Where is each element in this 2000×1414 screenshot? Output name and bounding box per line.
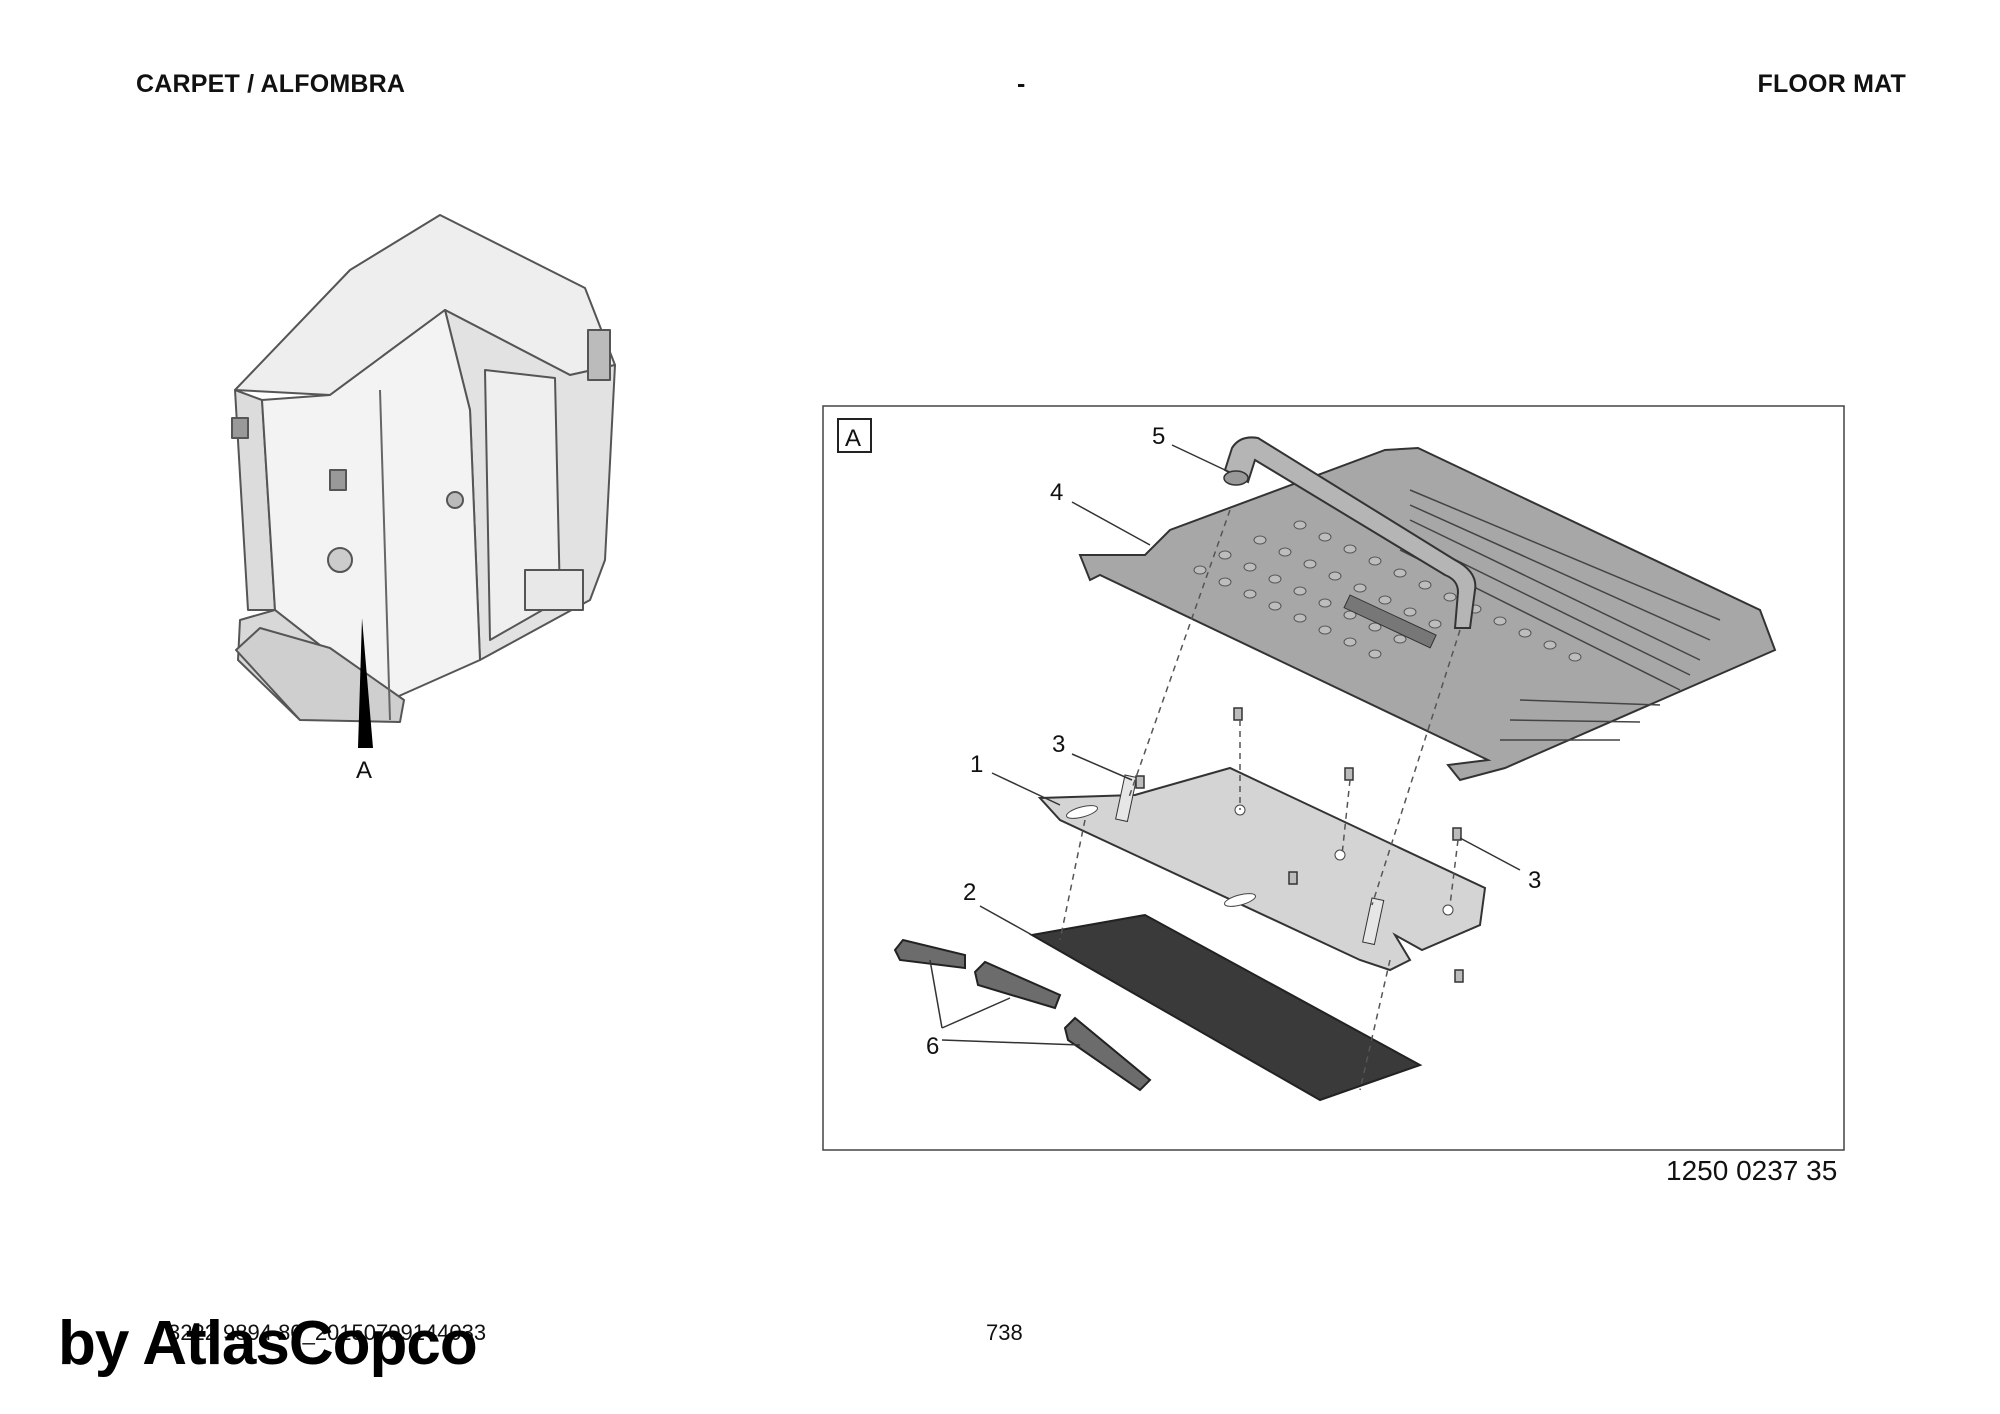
floor-mat-upper [1078, 446, 1777, 782]
page-number: 738 [986, 1320, 1023, 1345]
floor-plate [1037, 766, 1487, 972]
screws [1135, 707, 1464, 983]
detail-frame-label: A [845, 425, 861, 452]
detail-frame-label-box [837, 418, 872, 453]
handle-bar [1223, 436, 1477, 629]
assembly-lines [1059, 509, 1461, 1091]
retaining-clips [893, 938, 1152, 1092]
callout-2: 2 [963, 879, 976, 906]
view-pointer [358, 618, 373, 748]
watermark: by AtlasCopco [58, 1309, 478, 1378]
callout-4: 4 [1050, 479, 1063, 506]
header-left-title: CARPET / ALFOMBRA [136, 70, 406, 98]
overview-view-label: A [356, 757, 372, 784]
callout-3-right: 3 [1528, 867, 1541, 894]
detail-frame [822, 405, 1845, 1151]
header-right-title: FLOOR MAT [1757, 70, 1906, 98]
carpet-mat [1029, 913, 1423, 1102]
callout-6: 6 [926, 1033, 939, 1060]
callout-3-left: 3 [1052, 731, 1065, 758]
figure-number: 1250 0237 35 [1666, 1155, 1838, 1186]
header-center-mark: - [1017, 70, 1026, 98]
callout-1: 1 [970, 751, 983, 778]
callout-5: 5 [1152, 423, 1165, 450]
document-id: 3222 9894 80_20150709144033 [168, 1320, 487, 1345]
leader-lines [929, 444, 1521, 1046]
cab-illustration [231, 214, 616, 723]
